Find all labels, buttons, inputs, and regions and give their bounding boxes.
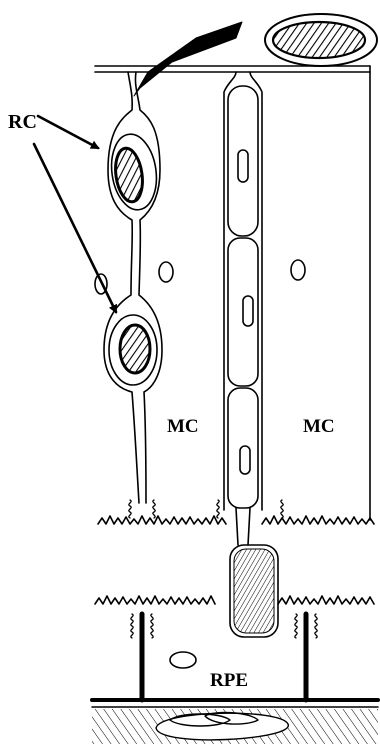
left-process bbox=[104, 72, 162, 503]
label-rpe: RPE bbox=[210, 670, 248, 691]
rc-nucleus-lower bbox=[109, 315, 157, 385]
olm-junctions bbox=[129, 500, 283, 518]
central-column bbox=[224, 72, 262, 510]
inner-limiting-membrane bbox=[95, 66, 370, 72]
vessel-top-right bbox=[265, 14, 377, 66]
rpe-junctions bbox=[131, 614, 317, 638]
label-mc-left: MC bbox=[167, 416, 199, 437]
label-mc-right: MC bbox=[303, 416, 335, 437]
wedge-pointer bbox=[134, 22, 242, 96]
rpe-granule bbox=[170, 652, 196, 668]
rc-arrows bbox=[34, 116, 116, 312]
small-nucleus-2 bbox=[291, 260, 305, 280]
rc-nucleus-upper bbox=[107, 131, 161, 212]
bruchs-membrane bbox=[92, 700, 378, 707]
rod-outer-segment bbox=[230, 508, 278, 637]
small-nucleus-1 bbox=[159, 262, 173, 282]
label-rc: RC bbox=[8, 111, 37, 133]
